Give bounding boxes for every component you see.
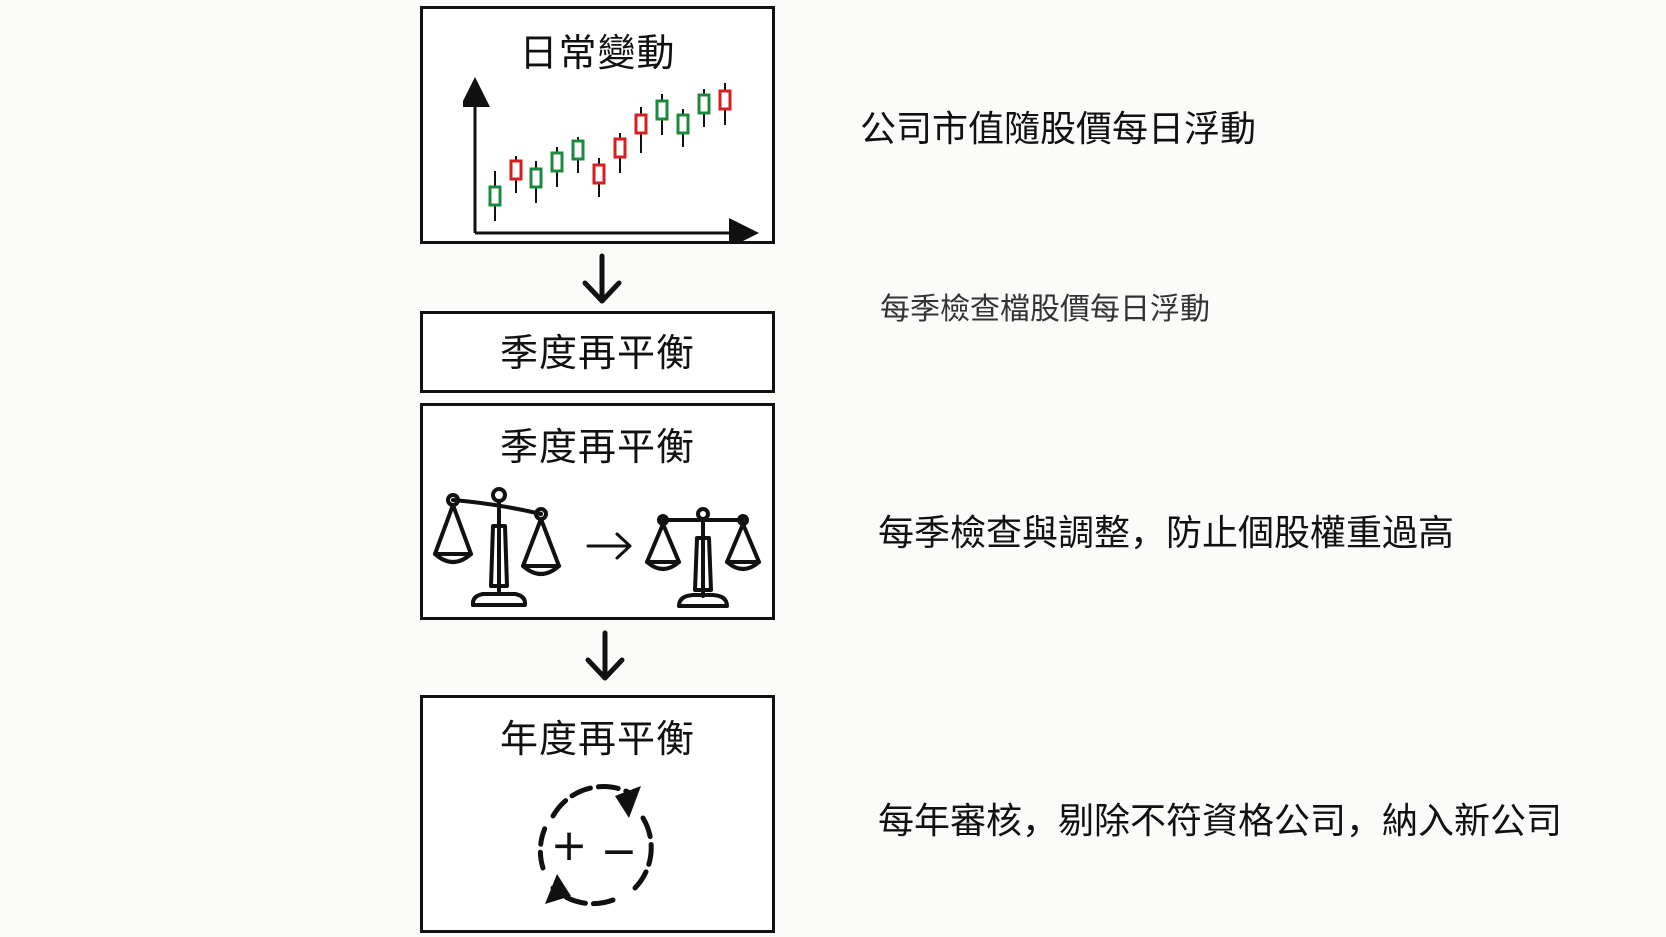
candle-body (697, 93, 711, 115)
quarterly-rebalance-title: 季度再平衡 (499, 331, 695, 375)
quarterly-check-description: 每季檢查檔股價每日浮動 (880, 292, 1210, 327)
annual-rebalance-title: 年度再平衡 (499, 717, 695, 761)
annual-rebalance-box: 年度再平衡 + − (420, 695, 775, 933)
annual-review-description: 每年審核，剔除不符資格公司，納入新公司 (878, 801, 1563, 842)
minus-sign: − (601, 826, 638, 877)
candlestick-chart-icon (463, 77, 759, 242)
candle-body (509, 159, 523, 181)
quarterly-scale-box: 季度再平衡 (420, 403, 775, 620)
transition-arrow-icon (586, 532, 632, 560)
quarterly-rebalance-box: 季度再平衡 (420, 311, 775, 393)
candle-body (592, 163, 606, 185)
candles (488, 83, 732, 221)
down-arrow-icon (582, 253, 622, 304)
candle-body (571, 139, 585, 161)
daily-change-box: 日常變動 (420, 6, 775, 244)
candle-body (676, 113, 690, 135)
candle-body (634, 113, 648, 135)
balance-scale-tilted-icon (433, 487, 561, 607)
candle-body (718, 89, 732, 111)
add-remove-cycle-icon: + − (537, 784, 654, 907)
quarterly-adjust-description: 每季檢查與調整，防止個股權重過高 (878, 513, 1455, 554)
candle-body (550, 151, 564, 173)
daily-change-title: 日常變動 (519, 31, 676, 75)
plus-sign: + (551, 820, 588, 871)
balance-scale-level-icon (645, 507, 761, 608)
candle-body (488, 185, 502, 207)
candle-body (655, 99, 669, 121)
candle-body (529, 167, 543, 189)
down-arrow-icon (585, 630, 625, 681)
candle-body (613, 137, 627, 159)
quarterly-scale-title: 季度再平衡 (499, 425, 695, 469)
daily-change-description: 公司市值隨股價每日浮動 (860, 109, 1257, 150)
